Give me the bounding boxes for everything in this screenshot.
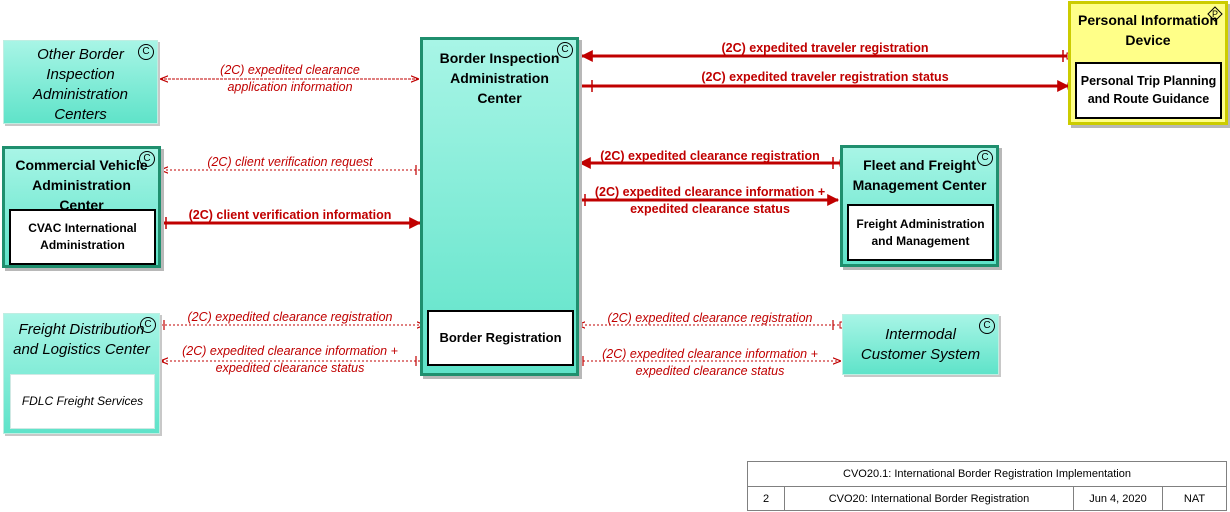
divider [1073,487,1074,511]
commercial-vehicle-admin-center[interactable]: Commercial Vehicle Administration Center… [2,146,161,268]
freight-distribution-logistics-center[interactable]: Freight Distribution and Logistics Cente… [3,313,160,434]
flow-label-line: expedited clearance status [630,202,790,216]
center-class-icon: C [138,44,154,60]
fdlc-freight-services[interactable]: FDLC Freight Services [10,374,155,429]
element-title: Intermodal Customer System [860,326,981,363]
page-number: 2 [762,493,770,505]
flow-label-line: (2C) expedited clearance information + [182,344,398,358]
divider [784,487,785,511]
freight-administration-management[interactable]: Freight Administration and Management [847,204,994,261]
flow-label-line: expedited clearance status [215,361,365,375]
flow-label-f3: (2C) expedited clearance application inf… [180,62,400,96]
flow-label-line: (2C) client verification request [207,155,373,169]
personal-device-diamond-icon: P [1207,6,1223,22]
divider [1162,487,1163,511]
flow-label-line: (2C) expedited clearance registration [187,310,393,324]
border-registration[interactable]: Border Registration [427,310,574,366]
flow-label-f1: (2C) expedited traveler registration [680,40,970,57]
other-border-inspection-centers[interactable]: Other Border Inspection Administration C… [3,40,158,124]
flow-label-line: (2C) client verification information [188,208,392,222]
flow-label-f8: (2C) expedited clearance registration [170,309,410,326]
element-title: Border Inspection Administration Center [439,50,560,106]
element-title: Personal Information Device [1077,12,1219,48]
flow-label-f9: (2C) expedited clearance information + e… [165,343,415,377]
personal-information-device[interactable]: Personal Information Device P Personal T… [1068,1,1228,125]
center-class-icon: C [977,150,993,166]
flow-label-line: (2C) expedited clearance information + [594,185,826,199]
flow-label-f4: (2C) client verification request [180,154,400,171]
diagram-scope: NAT [1183,493,1206,505]
element-title: Commercial Vehicle Administration Center [15,157,148,213]
flow-label-line: (2C) expedited clearance registration [600,149,820,163]
flow-label-line: expedited clearance status [635,364,785,378]
flow-label-f5: (2C) client verification information [170,207,410,224]
flow-label-f2: (2C) expedited traveler registration sta… [670,69,980,86]
element-title: Fleet and Freight Management Center [852,157,987,193]
package-name: CVO20: International Border Registration [828,493,1030,505]
element-title: Freight Distribution and Logistics Cente… [13,321,150,358]
center-class-icon: C [557,42,573,58]
flow-label-line: (2C) expedited traveler registration sta… [701,70,949,84]
flow-label-f6: (2C) expedited clearance registration [590,148,830,165]
cvac-international-administration[interactable]: CVAC International Administration [9,209,156,265]
flow-label-f7: (2C) expedited clearance information + e… [580,184,840,218]
center-class-icon: C [140,317,156,333]
diagram-title-block: CVO20.1: International Border Registrati… [747,461,1227,511]
personal-device-badge-letter: P [1211,9,1218,19]
diagram-date: Jun 4, 2020 [1089,493,1147,505]
diagram-title: CVO20.1: International Border Registrati… [748,462,1226,487]
intermodal-customer-system[interactable]: Intermodal Customer System C [842,314,999,375]
flow-label-line: (2C) expedited traveler registration [721,41,929,55]
fleet-freight-management-center[interactable]: Fleet and Freight Management Center C Fr… [840,145,999,267]
personal-trip-planning[interactable]: Personal Trip Planning and Route Guidanc… [1075,62,1222,119]
element-title: Other Border Inspection Administration C… [32,46,129,123]
flow-label-f11: (2C) expedited clearance information + e… [585,346,835,380]
flow-label-line: (2C) expedited clearance registration [607,311,813,325]
center-class-icon: C [979,318,995,334]
flow-label-f10: (2C) expedited clearance registration [590,310,830,327]
flow-label-line: (2C) expedited clearance information + [602,347,818,361]
center-class-icon: C [139,151,155,167]
flow-label-line: (2C) expedited clearance [220,63,360,77]
border-inspection-admin-center[interactable]: Border Inspection Administration Center … [420,37,579,376]
flow-label-line: application information [227,80,353,94]
